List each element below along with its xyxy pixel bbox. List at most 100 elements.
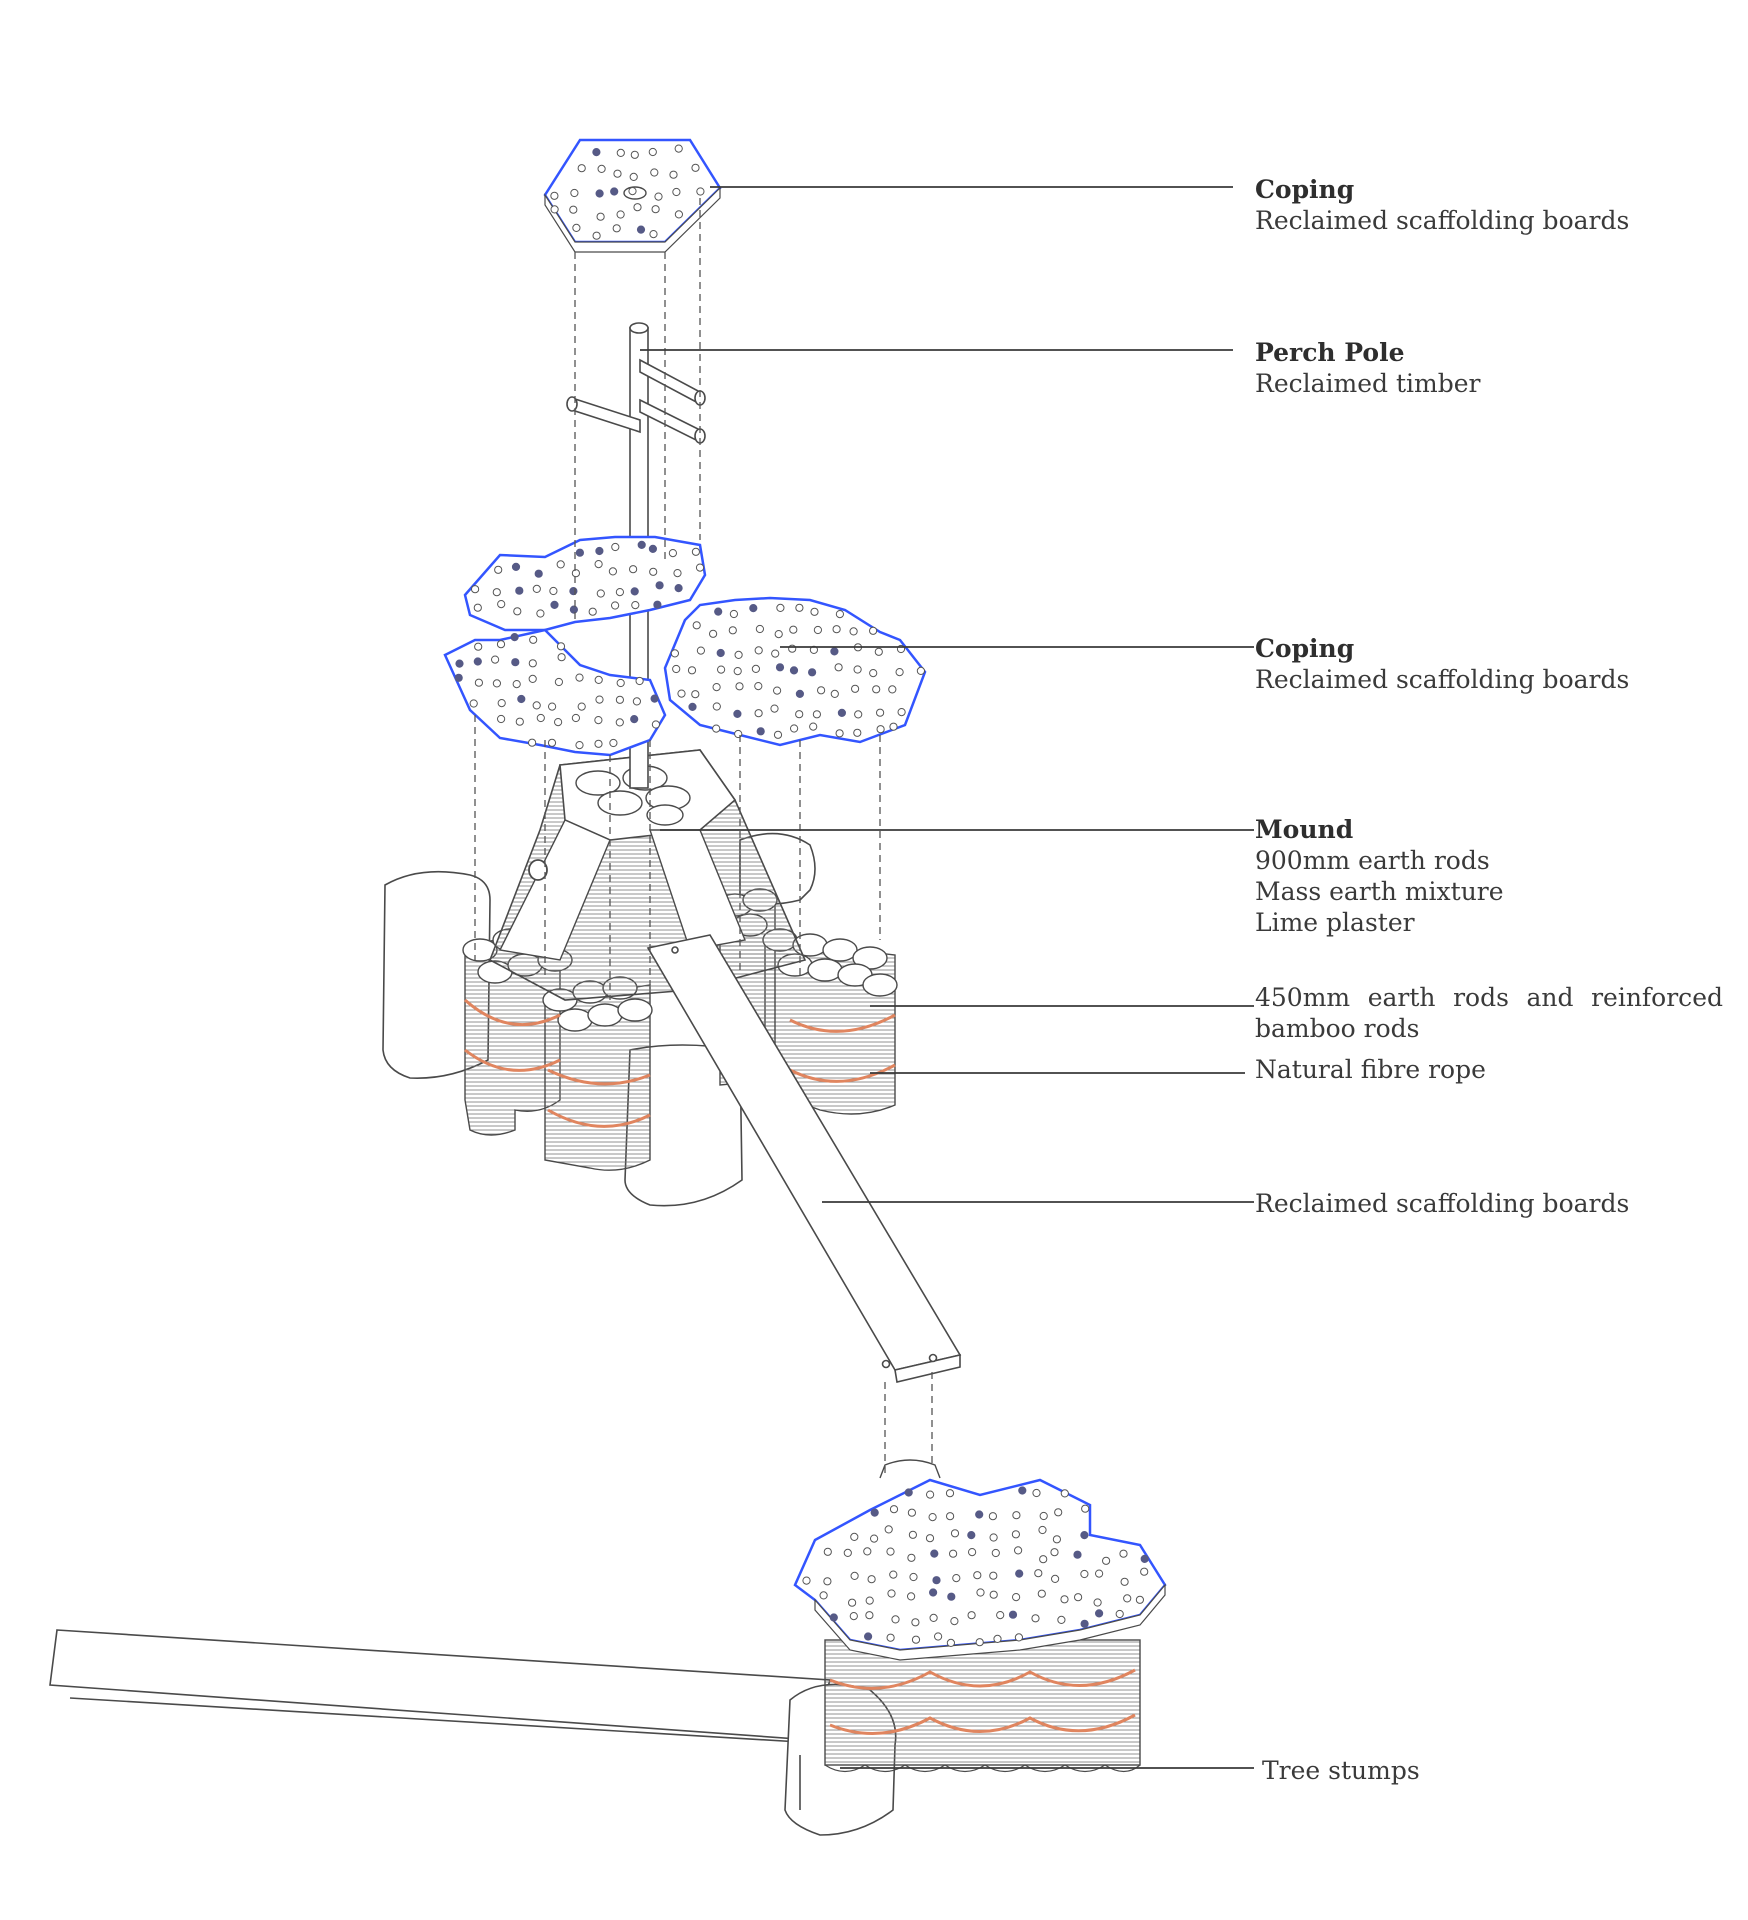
perforation-dot	[1039, 1511, 1048, 1521]
rod-top	[822, 938, 858, 962]
coping-cluster-mid-left-top	[463, 535, 707, 632]
perforation-dot	[1120, 1577, 1129, 1586]
perforation-dot	[909, 1572, 918, 1582]
perforation-dot	[973, 1571, 982, 1580]
label-title: Mound	[1255, 815, 1354, 844]
perforation-dot	[835, 729, 844, 738]
perforation-dot	[594, 560, 603, 569]
perforation-dot	[975, 1638, 984, 1647]
perforation-dot	[536, 713, 545, 723]
perforation-dot	[967, 1611, 976, 1620]
perforation-dot	[1011, 1530, 1021, 1539]
projection-lines	[474, 198, 933, 1475]
perforation-dot	[830, 689, 839, 699]
perforation-dot	[756, 727, 765, 736]
perforation-dot	[929, 1613, 938, 1623]
label-coping-top: Coping Reclaimed scaffolding boards	[1255, 174, 1629, 236]
perforation-dot	[491, 655, 500, 664]
tree-stumps-upper	[382, 832, 816, 1207]
perforation-dot	[850, 1571, 859, 1581]
perforation-dot	[594, 716, 603, 725]
perforation-dot	[802, 1576, 811, 1585]
perforation-dot	[712, 702, 721, 711]
perforation-dot	[865, 1596, 874, 1605]
label-line: Reclaimed scaffolding boards	[1255, 665, 1630, 694]
perforation-dot	[569, 605, 579, 614]
perforation-dot	[812, 710, 822, 719]
perforation-dot	[988, 1512, 998, 1521]
perforation-dot	[1015, 1569, 1024, 1578]
perforation-dot	[649, 567, 658, 576]
perforation-dot	[1102, 1556, 1111, 1565]
label-text: Natural fibre rope	[1255, 1055, 1486, 1084]
perforation-dot	[454, 673, 463, 682]
rod-top	[557, 1008, 593, 1032]
perforation-dot	[989, 1533, 998, 1542]
perforation-dot	[497, 714, 506, 724]
perforation-dot	[775, 663, 785, 672]
perforation-dot	[517, 694, 526, 704]
perforation-dot	[717, 665, 726, 674]
perforation-dot	[817, 686, 826, 695]
perforation-dot	[773, 686, 782, 695]
perforation-dot	[904, 1488, 913, 1497]
perforation-dot	[1081, 1504, 1090, 1513]
perforation-dot	[850, 1532, 859, 1542]
perforation-dot	[809, 722, 818, 731]
perforation-dot	[795, 710, 804, 719]
perforation-dot	[934, 1632, 943, 1641]
label-title: Coping	[1255, 634, 1355, 663]
perforation-dot	[1140, 1554, 1149, 1564]
perforation-dot	[691, 163, 700, 172]
ground-beam	[49, 1629, 832, 1755]
perforation-dot	[549, 586, 558, 596]
lower-natural-fibre-rope	[829, 1668, 1136, 1735]
perforation-dot	[884, 1525, 893, 1534]
perforation-dot	[813, 625, 823, 635]
perforation-dot	[637, 540, 646, 550]
perforation-dot	[630, 150, 639, 159]
perforation-dot	[733, 667, 742, 676]
perforation-dot	[795, 689, 805, 699]
perforation-dot	[534, 569, 543, 578]
perforation-dot	[674, 584, 683, 593]
perforation-dot	[1012, 1511, 1021, 1520]
perforation-dot	[1080, 1531, 1089, 1540]
perforation-dot	[930, 1549, 939, 1558]
perforation-dot	[557, 653, 566, 662]
perforation-dot	[776, 603, 785, 613]
perforation-dot	[754, 709, 763, 718]
perforation-dot	[616, 210, 625, 219]
perforation-dot	[952, 1574, 961, 1583]
perforation-dot	[876, 708, 885, 717]
perforation-dot	[887, 1589, 896, 1598]
perforation-dot	[511, 562, 521, 572]
perforation-dot	[1031, 1614, 1040, 1623]
perforation-dot	[947, 1592, 956, 1601]
perforation-dot	[1095, 1569, 1104, 1578]
perforation-dot	[613, 169, 622, 178]
perforation-dot	[754, 682, 763, 691]
perforation-dot	[473, 603, 482, 612]
perforation-dot	[691, 690, 700, 699]
perforation-dot	[629, 172, 638, 181]
perforation-dot	[716, 648, 725, 658]
perforation-dot	[1054, 1508, 1063, 1517]
perforation-dot	[733, 709, 742, 719]
perforation-dot	[819, 1591, 828, 1600]
perforation-dot	[615, 588, 625, 597]
leader-lines	[640, 186, 1254, 1769]
perforation-dot	[869, 669, 878, 678]
perforation-dot	[1140, 1567, 1149, 1576]
perforation-dot	[895, 668, 904, 677]
label-line: 900mm earth rods	[1255, 846, 1490, 875]
perforation-dot	[575, 741, 584, 750]
label-line: Lime plaster	[1255, 908, 1415, 937]
perforation-dot	[888, 685, 897, 694]
perforation-dot	[469, 699, 478, 708]
perforation-dot	[515, 586, 524, 595]
perforation-dot	[515, 717, 524, 726]
perforation-dot	[673, 569, 682, 578]
perforation-dot	[471, 585, 480, 594]
perforation-dot	[651, 720, 661, 729]
